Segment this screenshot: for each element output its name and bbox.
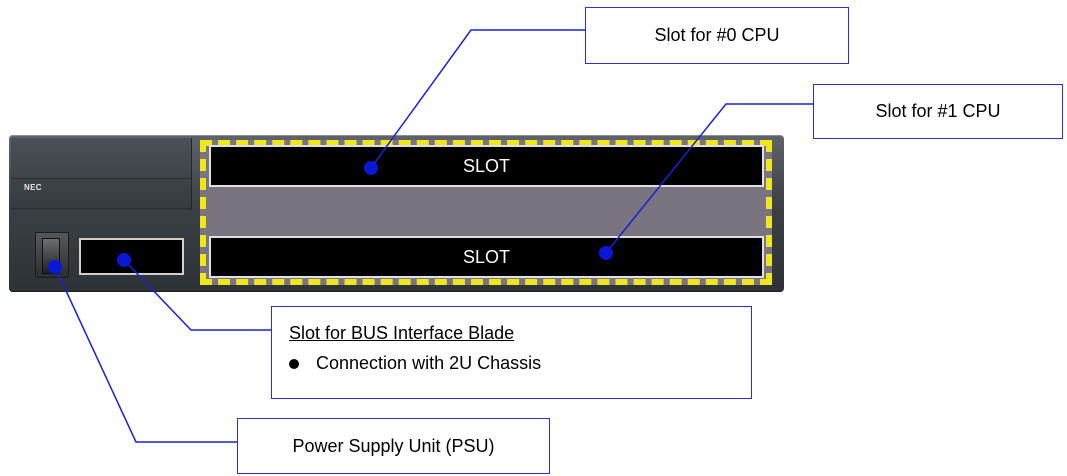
slot-label: SLOT [462,246,510,267]
cpu-slot-0: SLOT [209,145,764,187]
callout-cpu1-text: Slot for #1 CPU [875,101,1001,121]
brand-logo: NEC [24,183,42,192]
leader-line-cpu0 [370,29,585,169]
cpu-slot-1: SLOT [209,236,764,278]
callout-psu-text: Power Supply Unit (PSU) [292,435,495,456]
callout-cpu0: Slot for #0 CPU [585,7,849,64]
callout-bus-bullet: Connection with 2U Chassis [289,353,751,374]
panel-groove [11,208,191,209]
callout-cpu0-text: Slot for #0 CPU [654,25,780,45]
pointer-dot-cpu1 [599,246,613,260]
slot-label: SLOT [462,155,510,176]
callout-bus-interface: Slot for BUS Interface Blade Connection … [271,306,752,399]
pointer-dot-cpu0 [364,161,378,175]
leader-line-psu [54,266,237,443]
pointer-dot-psu [48,260,62,274]
leader-line-bus [123,259,271,331]
callout-psu: Power Supply Unit (PSU) [237,418,550,474]
pointer-dot-bus [117,253,131,267]
leader-line-cpu1 [605,103,813,254]
bullet-icon [289,358,299,369]
chassis-front-panel [11,138,192,210]
callout-bus-bullet-text: Connection with 2U Chassis [316,353,542,373]
callout-bus-title: Slot for BUS Interface Blade [289,323,515,343]
panel-groove [11,178,191,179]
callout-cpu1: Slot for #1 CPU [813,84,1063,139]
